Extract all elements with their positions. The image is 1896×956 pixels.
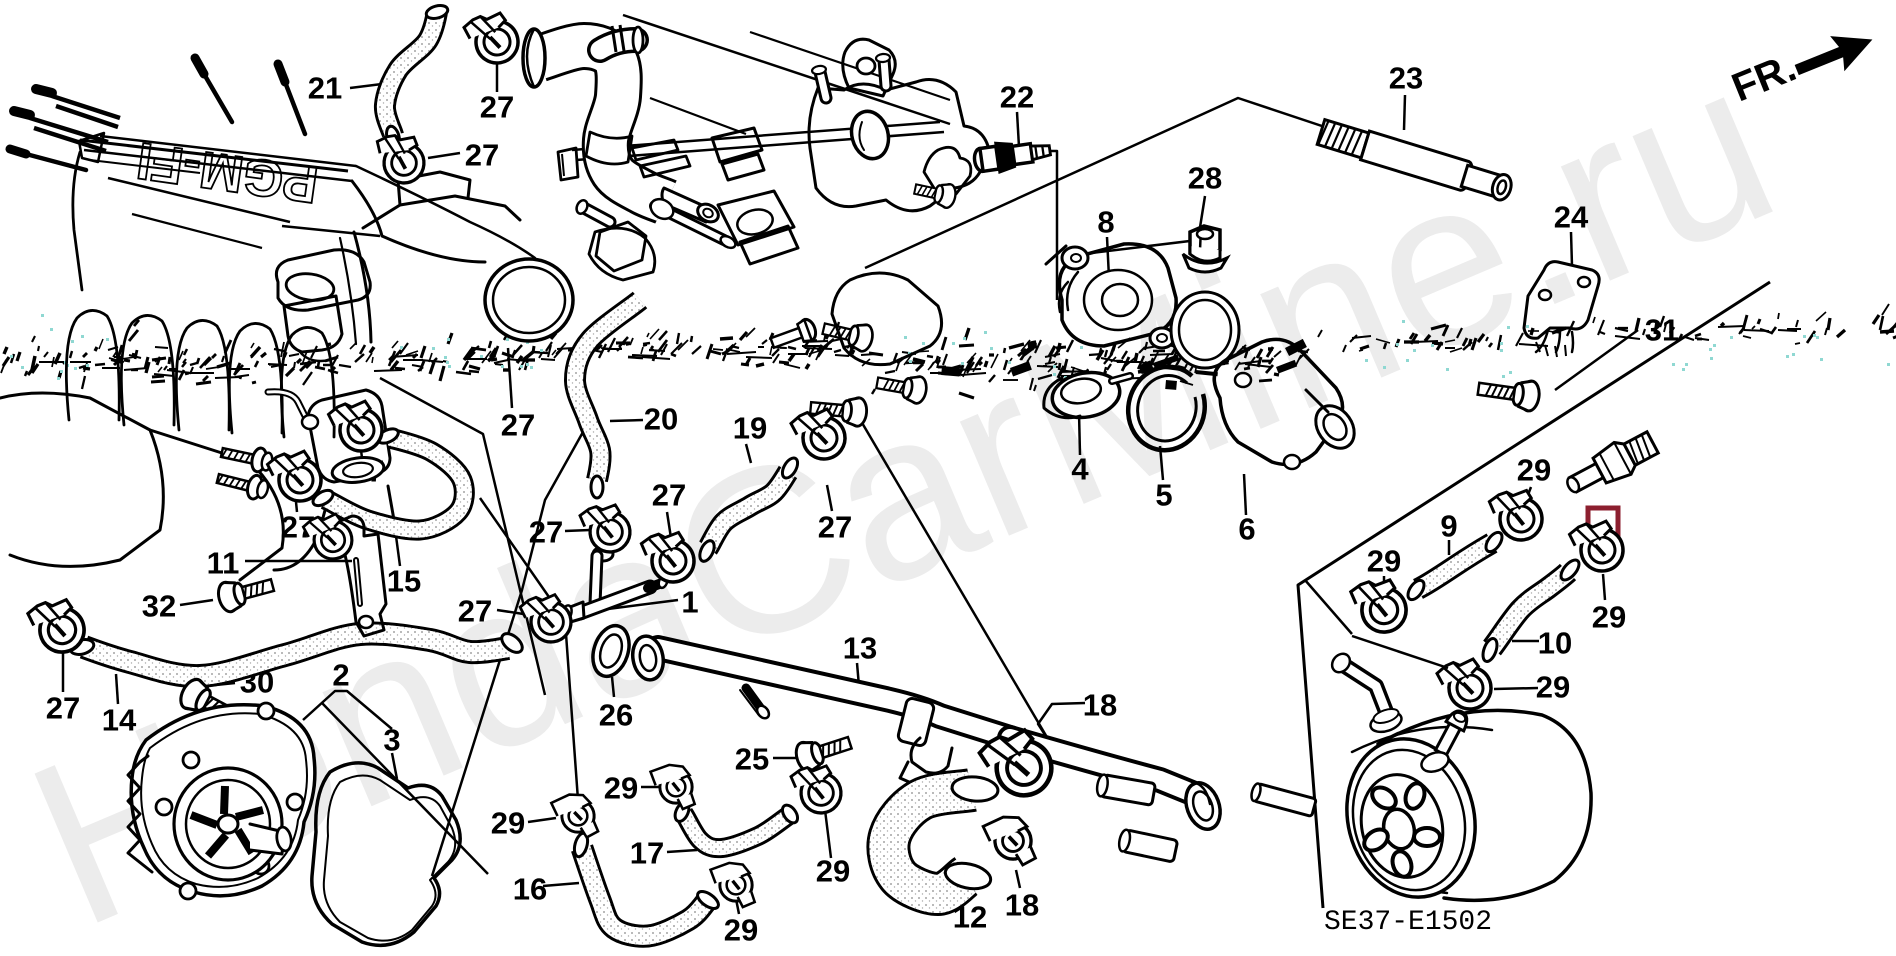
svg-text:27: 27 [652,478,686,513]
svg-text:8: 8 [1097,205,1114,240]
svg-text:20: 20 [644,402,678,437]
svg-text:10: 10 [1538,626,1572,661]
svg-text:SE37-E1502: SE37-E1502 [1324,907,1492,938]
svg-text:2: 2 [332,658,349,693]
svg-text:29: 29 [816,854,850,889]
svg-text:29: 29 [1517,453,1551,488]
svg-text:29: 29 [1592,600,1626,635]
svg-text:27: 27 [46,691,80,726]
svg-text:21: 21 [308,71,342,106]
svg-text:16: 16 [513,872,547,907]
svg-text:28: 28 [1188,161,1222,196]
svg-text:23: 23 [1389,61,1423,96]
svg-text:14: 14 [102,703,137,738]
svg-text:29: 29 [1536,670,1570,705]
svg-text:18: 18 [1005,888,1039,923]
svg-text:27: 27 [529,515,563,550]
svg-text:27: 27 [818,510,852,545]
svg-text:5: 5 [1155,478,1172,513]
svg-text:3: 3 [383,723,400,758]
svg-text:24: 24 [1554,200,1589,235]
svg-text:27: 27 [480,90,514,125]
svg-text:17: 17 [630,836,664,871]
svg-text:32: 32 [142,589,176,624]
svg-text:25: 25 [735,742,769,777]
svg-text:6: 6 [1238,512,1255,547]
svg-text:15: 15 [387,564,421,599]
svg-text:31: 31 [1645,313,1679,348]
svg-text:18: 18 [1083,688,1117,723]
svg-text:27: 27 [458,594,492,629]
svg-text:29: 29 [491,806,525,841]
svg-text:22: 22 [1000,80,1034,115]
svg-text:11: 11 [207,546,240,581]
svg-text:27: 27 [501,408,535,443]
svg-text:29: 29 [604,771,638,806]
svg-text:19: 19 [733,411,767,446]
svg-text:1: 1 [681,585,698,620]
svg-text:29: 29 [1367,544,1401,579]
svg-text:27: 27 [465,138,499,173]
svg-text:9: 9 [1440,509,1457,544]
svg-text:4: 4 [1071,452,1089,487]
svg-text:13: 13 [843,631,877,666]
svg-text:26: 26 [599,698,633,733]
svg-text:29: 29 [724,913,758,948]
